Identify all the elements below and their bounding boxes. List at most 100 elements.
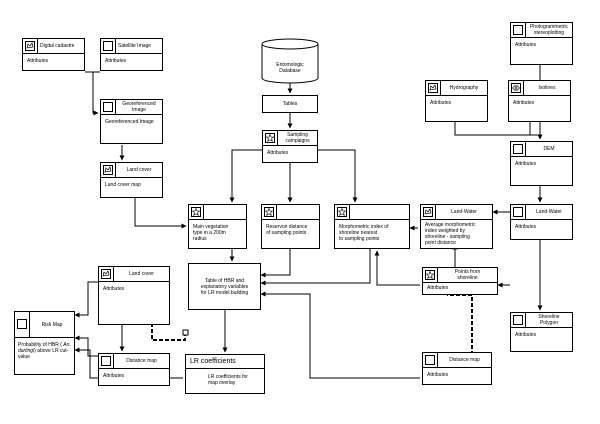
node-dem[interactable]: DEM Attributes [510, 141, 573, 186]
title-line: Photogrammetric [529, 24, 569, 30]
body-line: Main vegetation [193, 224, 229, 230]
node-georeferenced-image[interactable]: Georeferenced Image Georeferenced Image [100, 99, 163, 144]
node-entomologic-database[interactable]: Entomologic Database [265, 62, 315, 74]
dashed-link-node [182, 329, 189, 336]
node-title [276, 205, 317, 219]
node-isolines[interactable]: Isolines Attributes [508, 80, 571, 122]
map-outline-icon [103, 165, 113, 175]
square-icon [513, 315, 523, 325]
node-body: Average morphometric index weighted by s… [421, 220, 492, 250]
node-lr-coefficients[interactable]: LR coefficients LR coefficients for map … [185, 354, 265, 394]
table-line: for LR model building [200, 289, 249, 296]
node-header [262, 205, 319, 220]
connector-hydro-line [454, 122, 540, 136]
body-text-part: darlingi [18, 348, 35, 354]
node-body: Attributes [513, 100, 535, 106]
node-body: Attributes [515, 42, 537, 48]
node-title [349, 205, 407, 219]
map-outline-icon [101, 269, 111, 279]
table-line: explanatory variables [200, 283, 249, 290]
connector-sampling-vegetation [229, 149, 262, 203]
body-line: shoreline nearest [339, 230, 378, 236]
square-icon [103, 41, 113, 51]
node-body: Attributes [105, 58, 127, 64]
node-points-from-shoreline[interactable]: Points from shoreline Attributes [422, 267, 498, 295]
dashed-link-left [151, 305, 186, 341]
node-title: Distance map [113, 354, 167, 368]
node-title: Sampling campaigns [277, 131, 315, 145]
node-distance-map-right[interactable]: Distance map Attributes [422, 352, 492, 385]
node-header: Land-Water [511, 205, 572, 220]
node-body: Attributes [430, 100, 452, 106]
node-header [189, 205, 246, 220]
node-morphometric-index[interactable]: Morphometric index of shoreline nearest … [334, 204, 410, 249]
node-title: DEM [525, 142, 570, 156]
node-land-water-average[interactable]: Land-Water Average morphometric index we… [420, 204, 493, 249]
node-land-cover[interactable]: Land cover Attributes [98, 266, 170, 325]
node-hydrography[interactable]: Hydrography Attributes [425, 80, 488, 122]
square-icon [513, 25, 523, 35]
node-land-water[interactable]: Land-Water Attributes [510, 204, 573, 240]
node-header: Risk Map [15, 312, 74, 338]
node-sampling-campaigns[interactable]: Sampling campaigns Attributes [262, 130, 318, 163]
title-line: Shoreline [538, 314, 560, 320]
node-title: Satellite Image [115, 39, 160, 53]
connector-points-morphometric [374, 250, 420, 286]
star-icon [265, 133, 275, 143]
node-header: Land-Water [421, 205, 492, 220]
body-line: Reservoir distance [266, 224, 308, 230]
node-risk-map[interactable]: Risk Map Probability of HBR ( An. darlin… [14, 311, 75, 375]
node-header: Hydrography [426, 81, 487, 96]
node-reservoir-distance[interactable]: Reservoir distance of sampling points [261, 204, 320, 249]
node-photogrammetric-stereoplotting[interactable]: Photogrammetric stereoplotting Attribute… [510, 22, 573, 65]
node-land-cover-map[interactable]: Land cover Land cover map [100, 162, 163, 198]
node-header: Shoreline Polygon [511, 313, 572, 328]
connector-reservoir-table [260, 249, 291, 278]
node-header: Land cover [101, 163, 162, 178]
node-body: Attributes [103, 286, 125, 292]
node-title: Risk Map [29, 312, 72, 337]
node-satellite-image[interactable]: Satellite Image Attributes [100, 38, 163, 71]
node-title: Photogrammetric stereoplotting [525, 23, 570, 37]
node-header: Distance map [423, 353, 491, 368]
node-title: Points from shoreline [437, 268, 495, 282]
body-line: Average morphometric [425, 222, 476, 228]
node-title: Land-Water [525, 205, 570, 219]
body-line: to sampling points [339, 236, 380, 242]
node-distance-map-left[interactable]: Distance map Attributes [98, 353, 170, 386]
body-line: value [18, 354, 30, 360]
node-body: Probability of HBR ( An. darlingi) above… [15, 338, 74, 364]
connector-distance-right-table [260, 291, 420, 379]
db-title-line: Database [279, 68, 301, 74]
node-title: Georeferenced Image [115, 100, 160, 114]
connector-sampling-morphometric [318, 149, 358, 203]
node-body: Reservoir distance of sampling points [262, 220, 319, 240]
node-header: LR coefficients [186, 355, 264, 369]
node-body: Attributes [27, 58, 49, 64]
title-line: shoreline [457, 275, 478, 281]
body-text-part: An. [63, 342, 71, 348]
body-line: point distance [425, 240, 456, 246]
node-header: Satellite Image [101, 39, 162, 54]
title-line: campaigns [285, 138, 310, 144]
node-table-hbr[interactable]: Table of HBR and explanatory variables f… [188, 263, 261, 310]
connector-cadastre-georef [85, 71, 99, 116]
node-title: Hydrography [440, 81, 485, 95]
node-shoreline-polygon[interactable]: Shoreline Polygon Attributes [510, 312, 573, 352]
connector-landcover-risk [74, 281, 98, 318]
node-title: Land cover [113, 267, 167, 281]
body-line: LR coefficients for [208, 374, 248, 380]
node-tables[interactable]: Tables [262, 95, 318, 113]
node-body: Attributes [515, 332, 537, 338]
square-icon [513, 207, 523, 217]
node-title: Isolines [523, 81, 568, 95]
body-line: shoreline - sampling [425, 234, 470, 240]
map-outline-icon [423, 207, 433, 217]
node-title: Distance map [437, 353, 489, 367]
node-header: DEM [511, 142, 572, 157]
node-digital-cadastre[interactable]: Digital cadastre Attributes [22, 38, 85, 71]
body-line: index weighted by [425, 228, 466, 234]
node-main-vegetation[interactable]: Main vegetation type in a 200m radius [188, 204, 247, 249]
node-body: Attributes [515, 224, 537, 230]
node-body: Attributes [515, 161, 537, 167]
